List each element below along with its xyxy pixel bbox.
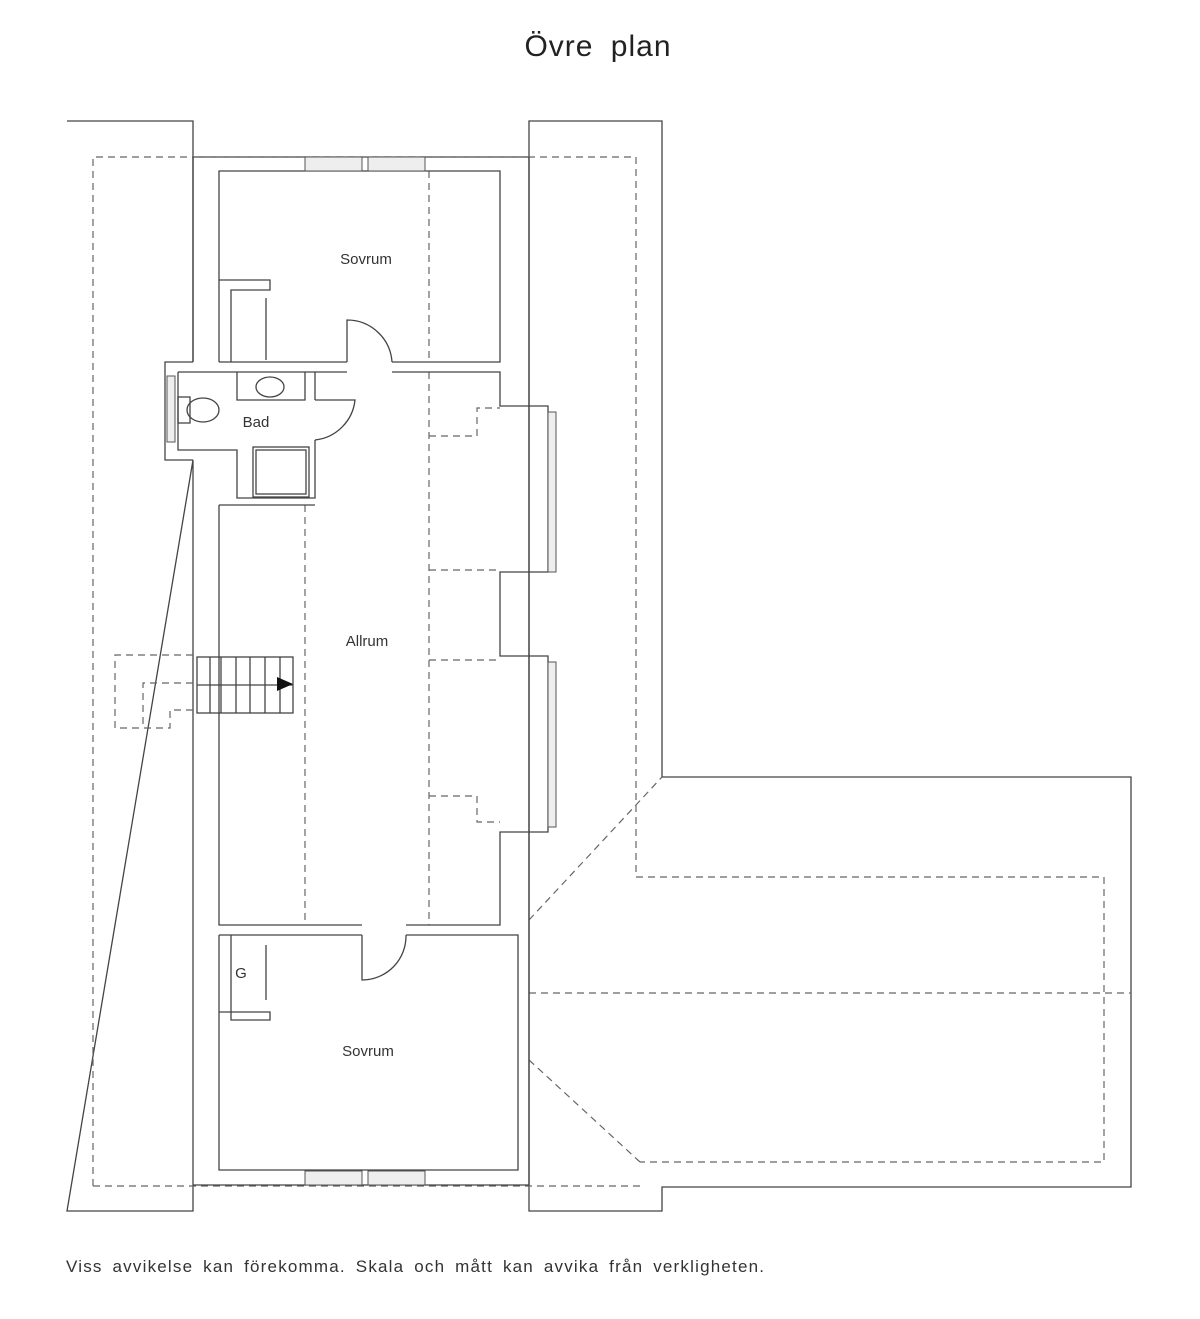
stair-arrow-icon <box>277 677 293 691</box>
plan-title: Övre plan <box>524 30 672 63</box>
room-label-sovrum-top: Sovrum <box>340 251 392 268</box>
doors <box>265 298 407 1000</box>
room-label-allrum: Allrum <box>346 633 389 650</box>
staircase <box>196 656 294 714</box>
toilet-icon <box>177 396 220 424</box>
room-label-closet: G <box>235 965 247 982</box>
room-label-bad: Bad <box>243 414 270 431</box>
roof-dashed-lines <box>92 156 1131 1187</box>
walls <box>164 157 549 1186</box>
room-label-sovrum-bottom: Sovrum <box>342 1043 394 1060</box>
shower-icon <box>252 446 310 498</box>
roof-outline <box>66 120 1132 1212</box>
sink-icon <box>255 376 285 398</box>
disclaimer: Viss avvikelse kan förekomma. Skala och … <box>66 1257 766 1276</box>
windows <box>166 156 557 1186</box>
